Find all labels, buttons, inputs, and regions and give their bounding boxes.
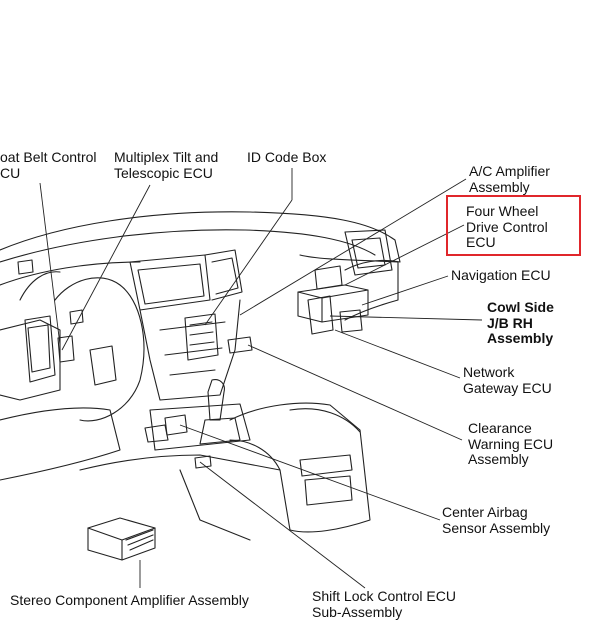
leader-navigation-ecu [361,275,449,306]
navigation-display [129,254,211,311]
leader-multiplex-tilt [61,184,151,351]
dashboard-upper-contour [0,229,376,263]
label-ac-amplifier-assembly: A/C Amplifier Assembly [469,163,550,195]
leader-ac-amplifier [239,178,467,316]
cowl-side-jb-component [307,295,334,335]
leader-network-gateway [334,329,461,379]
center-console-stack [139,299,241,401]
dash-right-panel [344,229,393,276]
center-console-box [229,402,371,533]
label-clearance-warning-ecu-assembly: Clearance Warning ECU Assembly [468,420,554,467]
leader-shift-lock [199,461,366,589]
label-id-code-box: ID Code Box [247,149,327,165]
label-shift-lock-control-ecu: Shift Lock Control ECU Sub-Assembly [312,588,456,620]
shift-lever [207,379,225,421]
label-navigation-ecu: Navigation ECU [451,267,551,283]
label-four-wheel-drive-control-ecu: Four Wheel Drive Control ECU [466,203,548,250]
dashboard-top-outline [0,211,401,271]
leader-seat-belt-control-ecu [39,182,61,346]
id-code-box-component [184,313,219,361]
label-seat-belt-control-ecu: oat Belt Control CU [0,149,97,181]
stereo-amplifier-component [87,517,156,561]
leader-clearance-warning [247,344,463,441]
steering-wheel-outline [54,277,145,422]
label-multiplex-tilt-telescopic-ecu: Multiplex Tilt and Telescopic ECU [114,149,219,181]
label-cowl-side-jb-rh-assembly: Cowl Side J/B RH Assembly [487,299,554,346]
label-stereo-component-amplifier-assembly: Stereo Component Amplifier Assembly [10,592,249,608]
label-network-gateway-ecu: Network Gateway ECU [463,364,552,396]
leader-center-airbag [179,424,441,521]
clearance-warning-ecu-component [227,336,253,354]
label-center-airbag-sensor-assembly: Center Airbag Sensor Assembly [442,504,551,536]
center-airbag-component [164,414,188,436]
leader-four-wheel-drive [344,224,465,286]
highlight-box-four-wheel-drive [446,195,581,256]
leader-cowl-side-jb [329,315,483,321]
